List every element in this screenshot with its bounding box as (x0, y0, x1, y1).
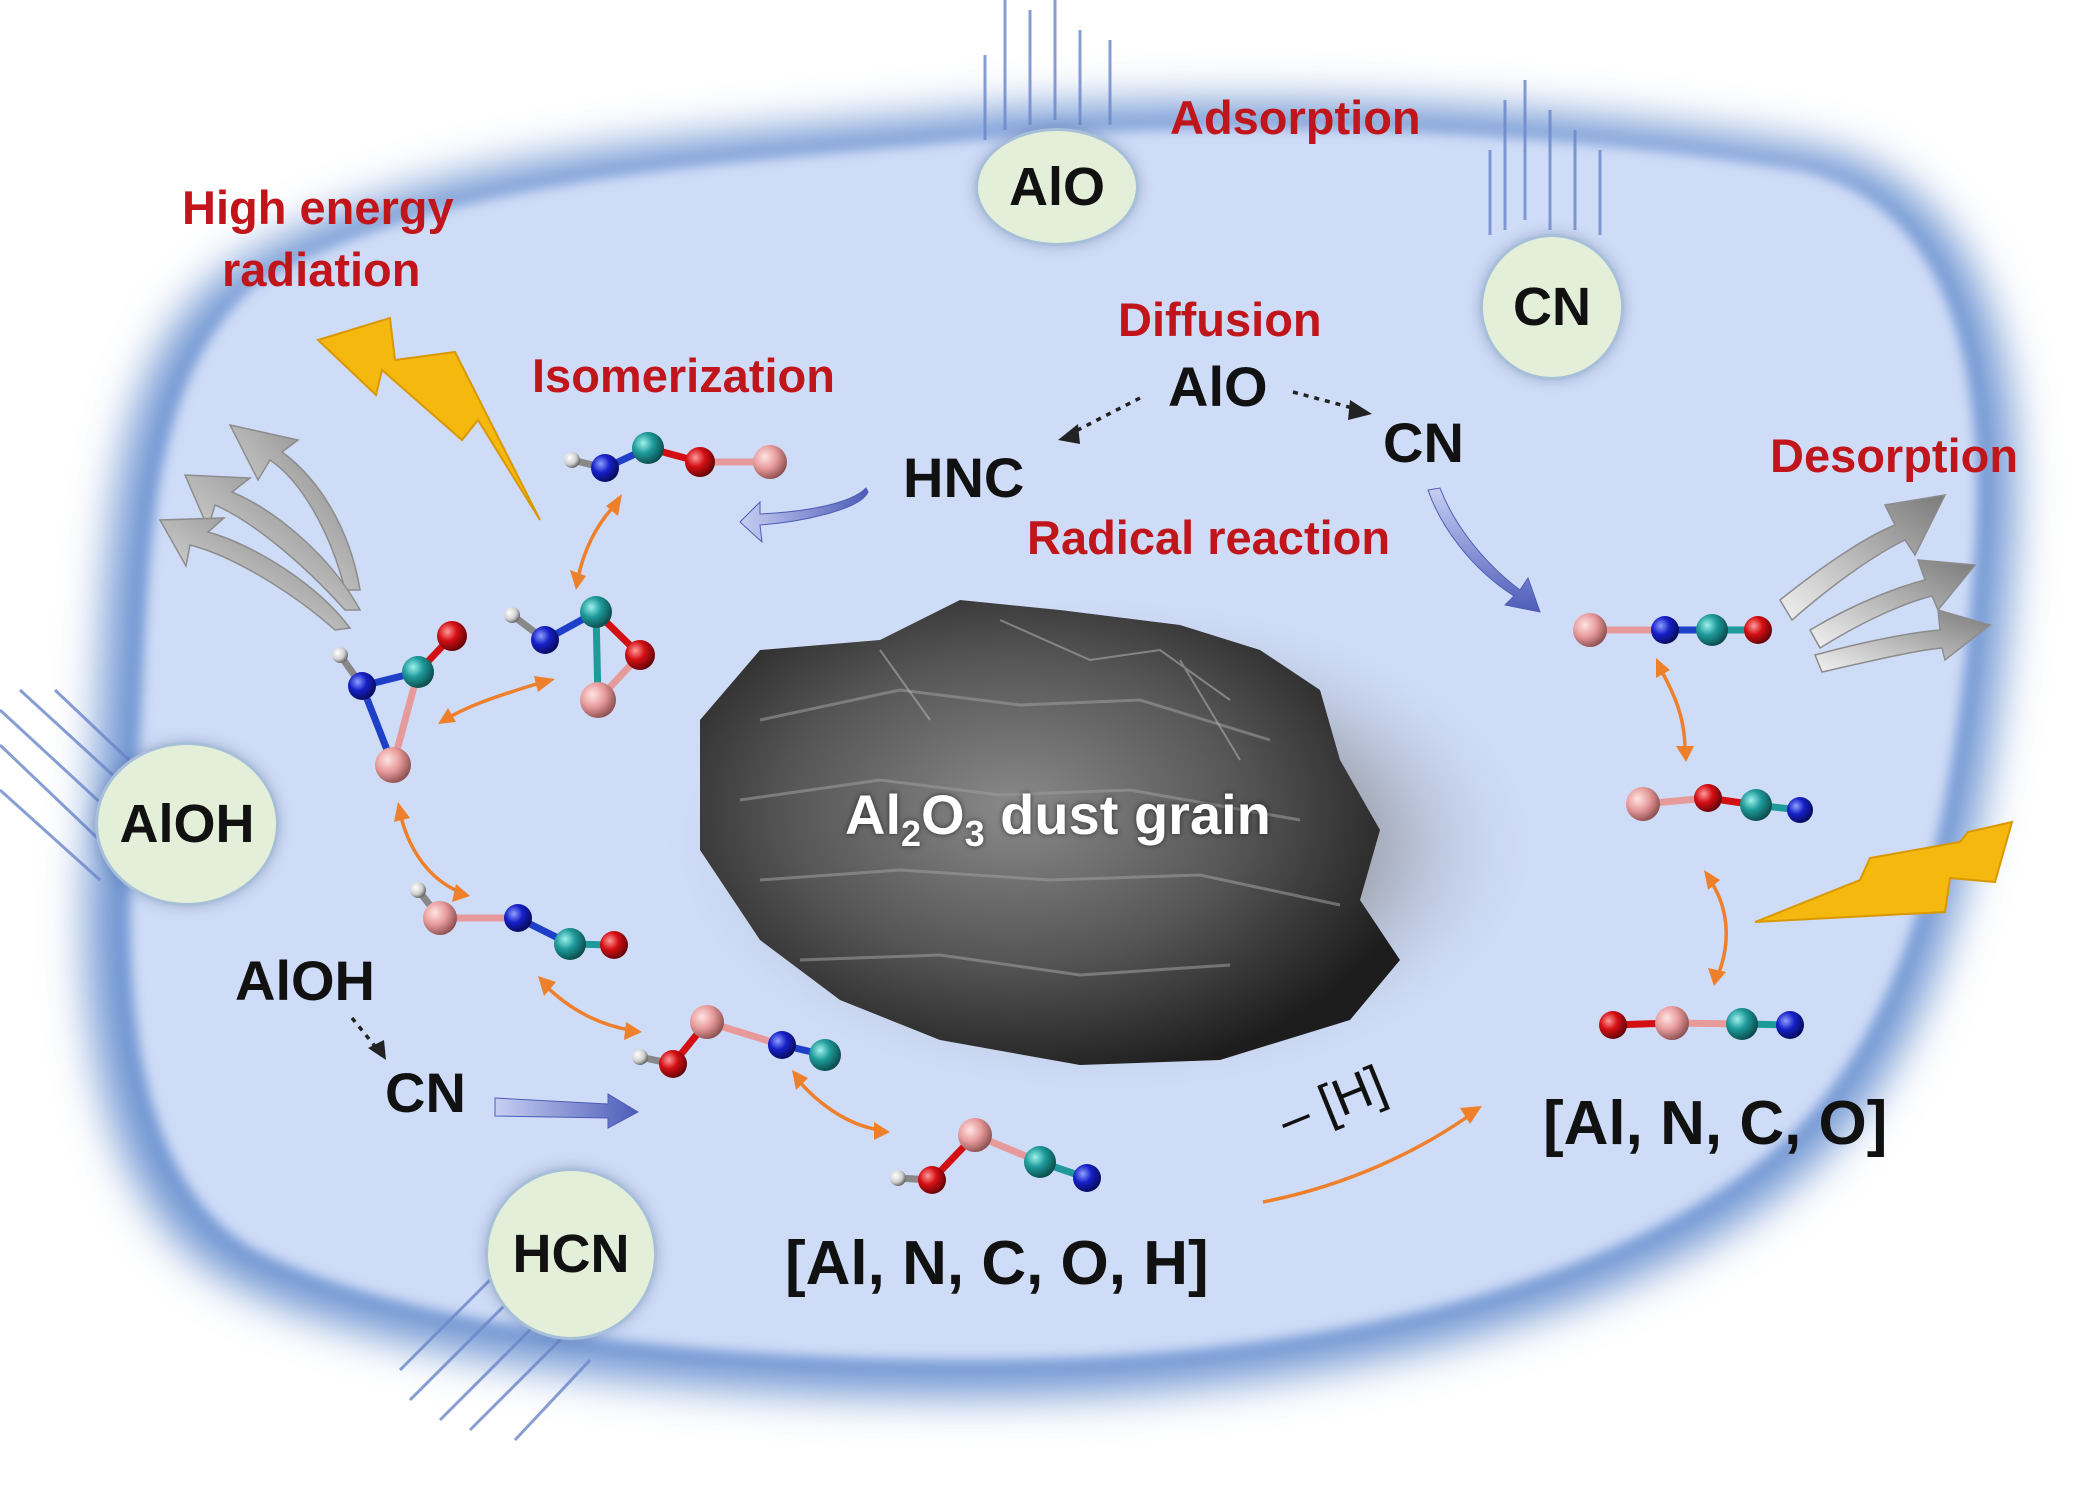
label-high-energy-1: High energy (182, 181, 454, 234)
grain-label-suffix: dust grain (984, 783, 1271, 846)
grain-label: Al2O3 dust grain (845, 782, 1271, 855)
product-alnco: [Al, N, C, O] (1543, 1089, 1888, 1158)
label-desorption: Desorption (1770, 429, 2019, 482)
label-diffusion: Diffusion (1118, 293, 1322, 346)
arrow-hnc-to-isomer (739, 487, 869, 544)
product-alncoh: [Al, N, C, O, H] (785, 1229, 1209, 1298)
gas-alo-label: AlO (1008, 157, 1105, 217)
isomerization-arrowheads (394, 494, 1726, 1140)
dotted-arrow-heads (368, 400, 1372, 1060)
dust-grain (675, 600, 1535, 1090)
grain-label-al: Al (845, 783, 901, 846)
gas-cn-circle: CN (1480, 234, 1624, 380)
dotted-arrows (350, 390, 1361, 1052)
label-radical-reaction: Radical reaction (1027, 511, 1391, 564)
gas-aloh-circle: AlOH (95, 742, 279, 906)
label-high-energy-2: radiation (222, 243, 421, 296)
gas-cn-label: CN (1513, 277, 1591, 337)
gas-hcn-circle: HCN (485, 1168, 657, 1340)
label-adsorption: Adsorption (1170, 91, 1421, 144)
atoms (332, 432, 1813, 1194)
isomerization-arrows (398, 500, 1728, 1204)
surface-cn-right: CN (1383, 411, 1464, 474)
grain-label-o: O (921, 783, 965, 846)
surface-cn-left: CN (385, 1061, 466, 1124)
grain-label-sub1: 2 (901, 813, 922, 855)
gas-aloh-label: AlOH (119, 794, 255, 854)
radiation-bolt-left (316, 316, 541, 521)
surface-aloh: AlOH (235, 949, 375, 1012)
gas-hcn-label: HCN (512, 1224, 630, 1284)
radiation-bolt-right (1754, 820, 2014, 923)
arrow-cn-to-product (494, 1093, 640, 1129)
label-isomerization: Isomerization (532, 349, 835, 402)
gas-alo-circle: AlO (975, 128, 1139, 246)
desorption-arrows-right (1779, 494, 1992, 673)
surface-alo: AlO (1168, 355, 1268, 418)
surface-hnc: HNC (903, 446, 1025, 509)
arrow-cn-to-radical (1427, 487, 1541, 613)
desorption-arrows-left (158, 423, 362, 631)
grain-label-sub2: 3 (964, 813, 985, 855)
